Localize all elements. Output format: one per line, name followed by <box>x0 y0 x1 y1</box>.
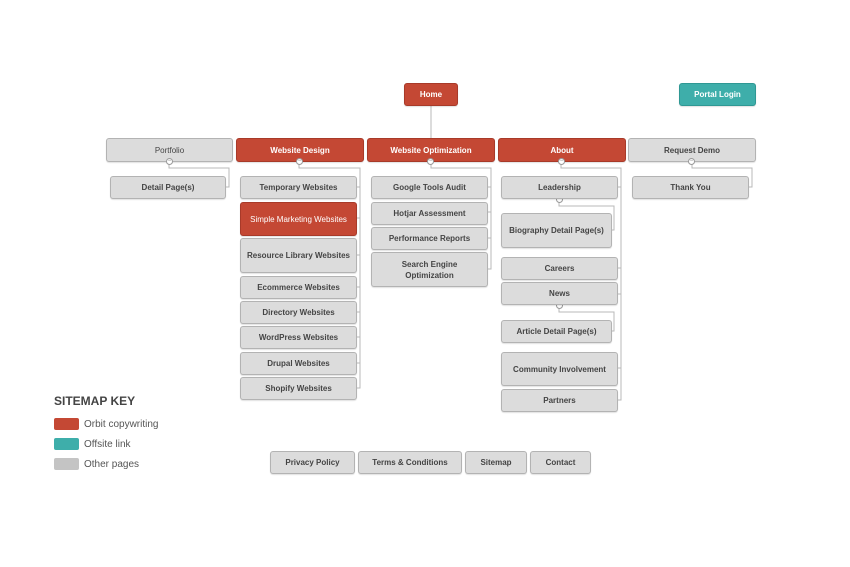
contact-node[interactable]: Contact <box>530 451 591 474</box>
gray-swatch <box>54 458 79 470</box>
search-engine-optimization-node[interactable]: Search Engine Optimization <box>371 252 488 287</box>
shopify-websites-node[interactable]: Shopify Websites <box>240 377 357 400</box>
leadership-node[interactable]: Leadership <box>501 176 618 199</box>
wordpress-websites-node[interactable]: WordPress Websites <box>240 326 357 349</box>
key-row-offsite: Offsite link <box>54 438 131 450</box>
key-row-orbit: Orbit copywriting <box>54 418 158 430</box>
partners-node[interactable]: Partners <box>501 389 618 412</box>
collapse-toggle-icon[interactable]: − <box>558 158 565 165</box>
website-optimization-node[interactable]: Website Optimization <box>367 138 495 162</box>
google-tools-audit-node[interactable]: Google Tools Audit <box>371 176 488 199</box>
collapse-toggle-icon[interactable]: − <box>166 158 173 165</box>
key-row-other: Other pages <box>54 458 139 470</box>
thank-you-node[interactable]: Thank You <box>632 176 749 199</box>
teal-swatch <box>54 438 79 450</box>
key-label: Other pages <box>84 458 140 470</box>
hotjar-assessment-node[interactable]: Hotjar Assessment <box>371 202 488 225</box>
terms-conditions-node[interactable]: Terms & Conditions <box>358 451 462 474</box>
red-swatch <box>54 418 79 430</box>
portal-login-node[interactable]: Portal Login <box>679 83 756 106</box>
biography-detail-pages-node[interactable]: Biography Detail Page(s) <box>501 213 612 248</box>
simple-marketing-websites-node[interactable]: Simple Marketing Websites <box>240 202 357 236</box>
privacy-policy-node[interactable]: Privacy Policy <box>270 451 355 474</box>
key-label: Orbit copywriting <box>84 418 159 430</box>
sitemap-node[interactable]: Sitemap <box>465 451 527 474</box>
directory-websites-node[interactable]: Directory Websites <box>240 301 357 324</box>
ecommerce-websites-node[interactable]: Ecommerce Websites <box>240 276 357 299</box>
detail-pages-node[interactable]: Detail Page(s) <box>110 176 226 199</box>
collapse-toggle-icon[interactable]: − <box>427 158 434 165</box>
article-detail-pages-node[interactable]: Article Detail Page(s) <box>501 320 612 343</box>
community-involvement-node[interactable]: Community Involvement <box>501 352 618 386</box>
collapse-toggle-icon[interactable]: − <box>688 158 695 165</box>
resource-library-websites-node[interactable]: Resource Library Websites <box>240 238 357 273</box>
careers-node[interactable]: Careers <box>501 257 618 280</box>
news-node[interactable]: News <box>501 282 618 305</box>
drupal-websites-node[interactable]: Drupal Websites <box>240 352 357 375</box>
key-label: Offsite link <box>84 438 131 450</box>
sitemap-key-title: SITEMAP KEY <box>54 394 136 408</box>
collapse-toggle-icon[interactable]: − <box>296 158 303 165</box>
temporary-websites-node[interactable]: Temporary Websites <box>240 176 357 199</box>
home-node[interactable]: Home <box>404 83 458 106</box>
performance-reports-node[interactable]: Performance Reports <box>371 227 488 250</box>
